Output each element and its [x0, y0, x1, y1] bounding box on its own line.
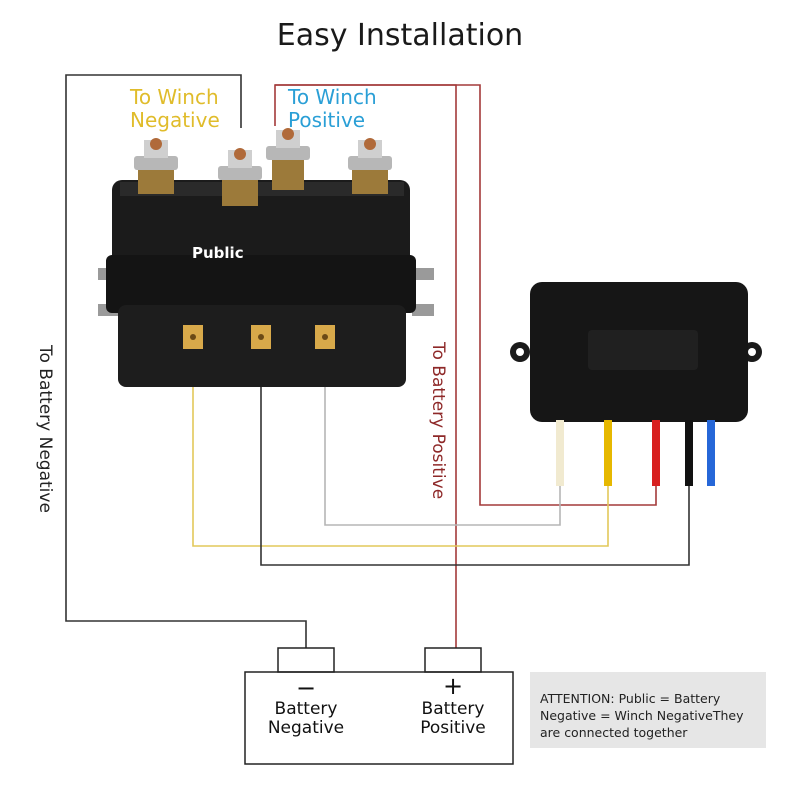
winch-positive-label: To Winch Positive [288, 86, 377, 132]
terminal-post [134, 138, 178, 194]
black-signal-wire [260, 348, 690, 566]
yellow-signal-wire [192, 348, 609, 547]
winch-negative-line1: To Winch [130, 85, 219, 109]
battery-negative-wire-label: To Battery Negative [35, 345, 55, 513]
terminal-post [218, 148, 262, 206]
positive-sign: + [442, 672, 464, 700]
grey-signal-wire [324, 348, 561, 526]
winch-solenoid [98, 128, 434, 387]
winch-positive-line1: To Winch [288, 85, 377, 109]
lead-white [556, 420, 564, 486]
lead-blue [707, 420, 715, 486]
battery-negative-label: Battery Negative [251, 700, 361, 738]
lead-black [685, 420, 693, 486]
public-terminal-label: Public [192, 244, 244, 262]
battery-negative-line2: Negative [267, 718, 345, 738]
battery-negative-terminal [277, 647, 335, 673]
lead-red [652, 420, 660, 486]
terminal-post [348, 138, 392, 194]
terminal-post [266, 128, 310, 190]
page-title: Easy Installation [276, 18, 524, 53]
battery-negative-line1: Battery [274, 699, 338, 719]
battery-negative-wire [65, 74, 307, 648]
winch-negative-label: To Winch Negative [130, 86, 220, 132]
winch-positive-to-remote-wire [275, 84, 657, 506]
negative-sign: − [295, 674, 317, 702]
attention-note: ATTENTION: Public = Battery Negative = W… [530, 672, 766, 748]
battery-positive-label: Battery Positive [398, 700, 508, 738]
lead-yellow [604, 420, 612, 486]
battery [244, 647, 514, 765]
winch-negative-line2: Negative [130, 108, 220, 132]
battery-positive-wire-label: To Battery Positive [428, 342, 448, 500]
winch-positive-line2: Positive [288, 108, 366, 132]
battery-positive-line1: Battery [421, 699, 485, 719]
battery-positive-line2: Positive [420, 718, 486, 738]
battery-positive-terminal [424, 647, 482, 673]
remote-receiver [510, 282, 762, 486]
